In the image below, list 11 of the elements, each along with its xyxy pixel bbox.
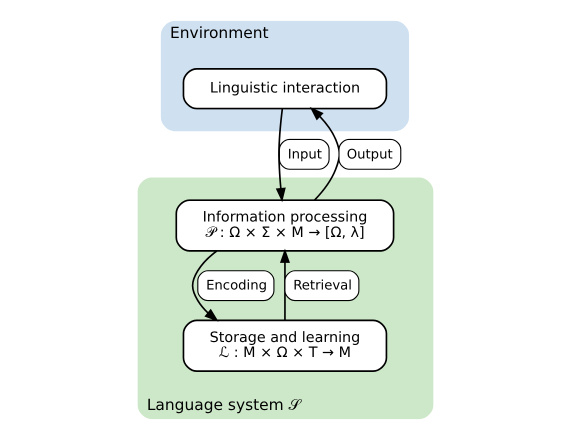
arrow (279, 248, 290, 320)
arrow (275, 108, 286, 202)
arrow (309, 106, 340, 201)
node-box: Linguistic interaction (182, 68, 387, 110)
edge-label: Retrieval (292, 278, 352, 294)
arrow (191, 250, 218, 322)
edge-label: Input (287, 147, 322, 162)
node-box: Information processing 𝒫 : Ω × Σ × M → [Ω, λ] (174, 199, 394, 252)
edge-label: Encoding (206, 278, 266, 294)
edge-label: Output (346, 147, 392, 162)
node-box: Storage and learning ℒ : M × Ω × T → M (182, 320, 387, 372)
